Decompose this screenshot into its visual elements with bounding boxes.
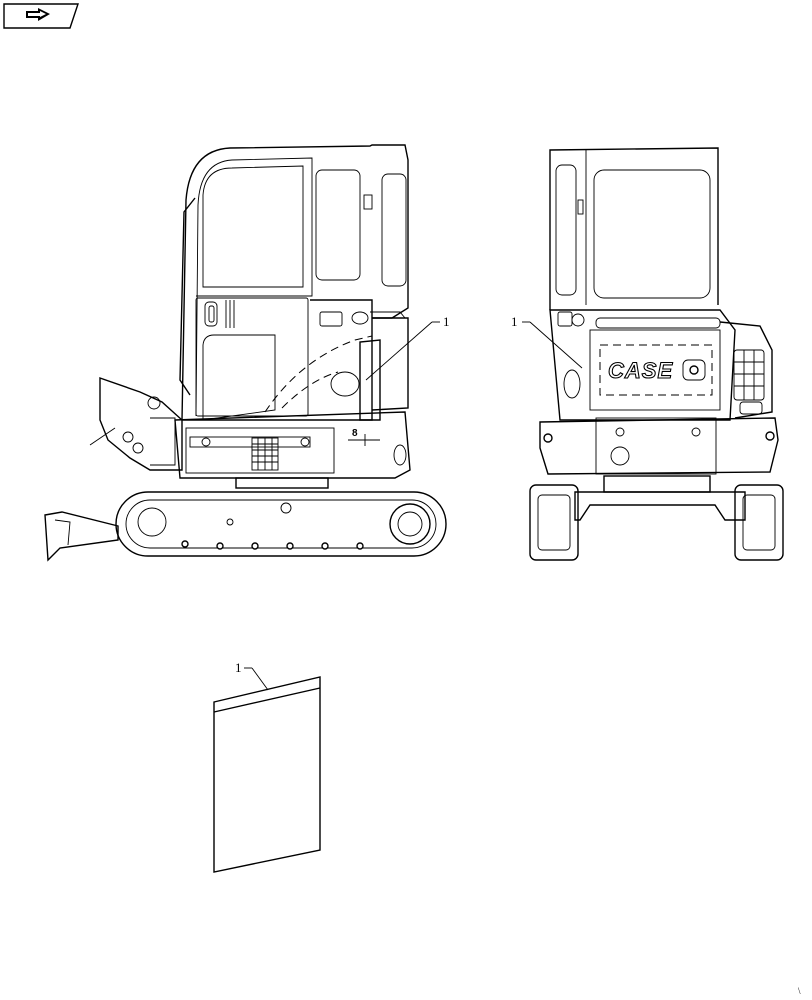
callout-side: 1 xyxy=(365,314,450,381)
callout-rear: 1 xyxy=(511,314,583,369)
next-page-arrow-icon xyxy=(26,8,50,21)
excavator-side-view: 8 xyxy=(44,144,447,562)
brand-logo: CASE xyxy=(608,358,673,383)
dimension-label: 8 xyxy=(352,428,358,439)
callout-rear-label: 1 xyxy=(511,314,518,329)
callout-decal: 1 xyxy=(235,660,269,691)
excavator-rear-view: CASE xyxy=(529,147,784,561)
decal-sheet xyxy=(213,676,321,873)
grille-pattern xyxy=(251,437,279,471)
next-page-button[interactable] xyxy=(3,3,79,29)
callout-side-label: 1 xyxy=(443,314,450,329)
corner-mark: \ xyxy=(798,986,801,996)
callout-decal-label: 1 xyxy=(235,660,242,675)
